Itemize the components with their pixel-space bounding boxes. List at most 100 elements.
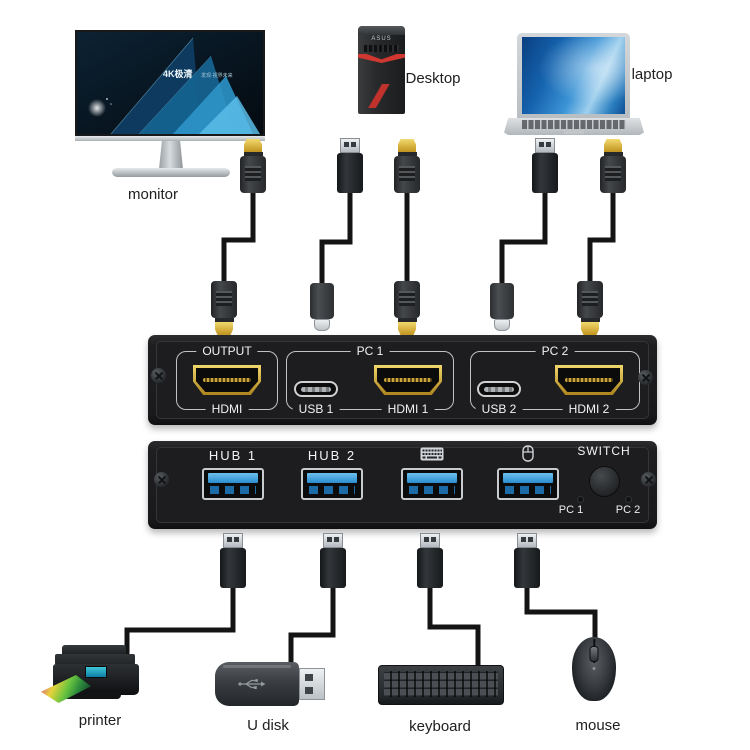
pc1-group-title: PC 1 — [350, 344, 390, 359]
plug-body — [320, 548, 346, 588]
monitor-stand-base — [112, 168, 230, 177]
switch-button-label: SWITCH — [577, 444, 631, 458]
hdmi-plug-tip — [604, 139, 622, 152]
laptop-keyboard — [522, 120, 626, 129]
output-group-title: OUTPUT — [196, 344, 258, 359]
hdmi-plug-tip — [398, 139, 416, 152]
laptop-label: laptop — [631, 66, 673, 83]
udisk-usb-plug — [299, 668, 325, 700]
monitor-chin — [75, 136, 265, 141]
usb-port-tongue — [407, 473, 457, 483]
switch-button[interactable] — [589, 466, 620, 497]
monitor-screen-headline: 4K极清 — [163, 68, 193, 79]
hdmi-connector-laptop — [600, 139, 626, 193]
laptop-base — [504, 118, 644, 135]
hdmi-plug-tip — [244, 139, 262, 152]
pc1-port-group: PC 1 USB 1 HDMI 1 — [286, 344, 454, 417]
hdmi1-port — [374, 365, 442, 395]
printer-label: printer — [78, 712, 122, 729]
usb-plug-tip — [323, 533, 343, 548]
screw-icon — [641, 472, 656, 487]
hdmi-connector-monitor — [240, 139, 266, 193]
keyboard-label: keyboard — [409, 718, 471, 735]
usb2-port — [477, 381, 521, 397]
usb-port-pins — [309, 486, 355, 494]
screw-icon — [638, 370, 653, 385]
usb-port-tongue — [208, 473, 258, 483]
usb-port-tongue — [503, 473, 553, 483]
pc2-port-group: PC 2 USB 2 HDMI 2 — [470, 344, 640, 417]
plug-body — [600, 156, 626, 193]
hub2-label: HUB 2 — [307, 448, 357, 463]
keyboard-usb-port — [401, 468, 463, 500]
cable-laptop-usb-to-usb2 — [499, 189, 548, 285]
plug-body — [337, 153, 363, 193]
hdmi-port-pins — [203, 378, 251, 382]
mouse-icon — [522, 445, 534, 467]
hdmi1-port-label: HDMI 1 — [381, 402, 435, 417]
printer-device — [41, 645, 142, 707]
hdmi-connector-to-hdmi2 — [577, 281, 603, 335]
laptop-touchpad — [564, 130, 584, 134]
hdmi-connector-desktop — [394, 139, 420, 193]
usb1-port-label: USB 1 — [292, 402, 340, 417]
pc1-led-label: PC 1 — [558, 504, 584, 516]
cable-monitor-to-output-hdmi — [221, 189, 256, 284]
monitor-wallpaper: 4K极清 发现·视界未来 — [77, 32, 263, 134]
plug-neck — [214, 318, 234, 322]
cable-hub1-to-printer — [124, 586, 236, 654]
usb2-port-label: USB 2 — [475, 402, 523, 417]
plug-body — [240, 156, 266, 193]
monitor-screen: 4K极清 发现·视界未来 — [75, 30, 265, 136]
desktop-label: Desktop — [405, 70, 461, 87]
usb-plug-tip — [223, 533, 243, 548]
pc2-led-label: PC 2 — [615, 504, 641, 516]
plug-body — [514, 548, 540, 588]
keyboard-icon — [420, 447, 444, 466]
usb-port-pins — [409, 486, 455, 494]
plug-neck — [243, 152, 263, 156]
usbc-plug-tip — [494, 319, 510, 331]
plug-neck — [397, 152, 417, 156]
plug-body — [577, 281, 603, 318]
plug-neck — [397, 318, 417, 322]
keyboard-device — [378, 665, 504, 705]
printer-adf-lid — [62, 645, 126, 655]
usb-a-connector-hub1 — [220, 533, 246, 588]
usb-a-connector-desktop — [337, 138, 363, 193]
usb-plug-tip — [420, 533, 440, 548]
output-port-group: OUTPUT HDMI — [176, 344, 278, 417]
plug-body — [220, 548, 246, 588]
plug-neck — [603, 152, 623, 156]
usb-a-connector-hub2 — [320, 533, 346, 588]
tower-top-grill — [358, 26, 405, 35]
hdmi2-port-label: HDMI 2 — [562, 402, 616, 417]
usb-c-connector-to-usb2 — [490, 283, 514, 331]
screw-icon — [154, 472, 169, 487]
hdmi-port-pins — [565, 378, 613, 382]
cable-hub2-to-udisk — [288, 586, 336, 668]
hdmi-plug-tip — [215, 322, 233, 335]
hdmi-output-port — [193, 365, 261, 395]
tower-red-chevron — [358, 54, 405, 63]
usb-trident-icon — [237, 677, 267, 696]
plug-body — [394, 281, 420, 318]
laptop-display — [522, 37, 625, 114]
pc2-led — [625, 496, 632, 503]
plug-neck — [580, 318, 600, 322]
usb-a-connector-laptop — [532, 138, 558, 193]
monitor-screen-tagline: 发现·视界未来 — [201, 72, 233, 79]
plug-body — [532, 153, 558, 193]
usb1-port — [294, 381, 338, 397]
mouse-usb-port — [497, 468, 559, 500]
usb-a-connector-keyboard — [417, 533, 443, 588]
screw-icon — [151, 368, 166, 383]
hdmi-port-pins — [384, 378, 432, 382]
output-port-label: HDMI — [205, 402, 249, 417]
desktop-tower: ASUS — [358, 26, 405, 114]
pc1-led — [577, 496, 584, 503]
mouse-scroll-wheel — [589, 646, 599, 662]
usb-c-connector-to-usb1 — [310, 283, 334, 331]
